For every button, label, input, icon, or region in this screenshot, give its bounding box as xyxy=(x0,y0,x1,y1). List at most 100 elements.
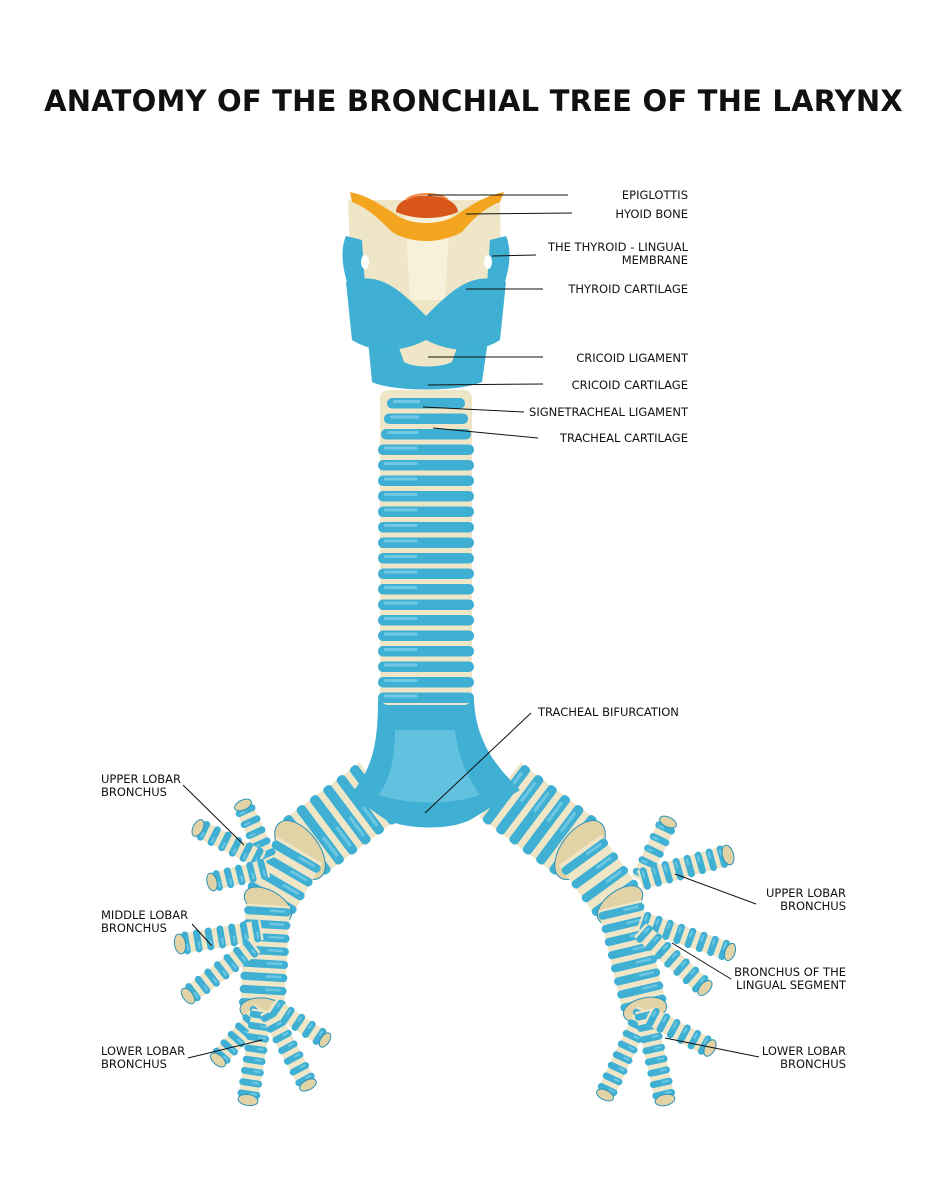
ring-highlight xyxy=(641,870,646,879)
ring-highlight xyxy=(321,835,339,857)
ring-highlight xyxy=(643,927,650,934)
trachea xyxy=(378,390,474,705)
bronchus-end xyxy=(596,1088,614,1102)
tracheal-cartilage-ring xyxy=(378,537,474,548)
cartilage-ring xyxy=(196,820,211,841)
label-lower-lobar-bronchus-right: LOWER LOBAR BRONCHUS xyxy=(761,1044,846,1071)
ring-highlight xyxy=(238,810,246,816)
cartilage-ring xyxy=(239,842,253,862)
ring-highlight xyxy=(335,825,352,847)
cartilage-ring xyxy=(218,831,232,852)
cartilage-ring xyxy=(612,1051,633,1065)
ring-highlight xyxy=(185,943,190,951)
ring-highlight xyxy=(618,1067,625,1072)
ring-highlight xyxy=(260,1025,268,1029)
left-middle-branch-1 xyxy=(173,919,264,955)
ring-highlight xyxy=(251,1081,259,1085)
tracheal-cartilage-ring xyxy=(378,460,474,471)
cartilage-ring xyxy=(244,906,292,917)
ring-highlight xyxy=(242,852,248,860)
ring-highlight xyxy=(282,883,300,896)
cartilage-ring xyxy=(718,939,730,961)
bronchus-end xyxy=(697,980,713,996)
ring-highlight xyxy=(626,918,642,925)
ring-highlight xyxy=(256,1047,265,1051)
ring-highlight xyxy=(290,869,308,882)
ring-highlight xyxy=(240,875,244,883)
right-lingual-branch-2 xyxy=(634,923,713,996)
bronchus-end xyxy=(318,1032,332,1048)
thyroid-cartilage xyxy=(346,278,506,350)
label-cricoid-ligament: CRICOID LIGAMENT xyxy=(576,351,688,365)
foramen-left xyxy=(361,255,369,269)
ring-highlight xyxy=(613,1077,620,1083)
tracheal-cartilage-ring xyxy=(378,506,474,517)
ring-highlight xyxy=(212,977,218,984)
cartilage-ring xyxy=(239,1078,263,1088)
cartilage-ring xyxy=(662,919,674,941)
cartilage-ring xyxy=(291,1013,306,1031)
ring-highlight xyxy=(255,1058,263,1063)
cartilage-ring xyxy=(270,999,284,1017)
ring-highlight xyxy=(217,880,222,888)
ring-highlight xyxy=(661,1079,670,1084)
ring-highlight xyxy=(387,431,419,434)
ring-highlight xyxy=(384,601,418,605)
epiglottis xyxy=(396,195,458,218)
ring-highlight xyxy=(199,831,205,838)
tracheal-cartilage-ring xyxy=(378,584,474,595)
label-hyoid-bone: HYOID BONE xyxy=(615,207,688,221)
ring-highlight xyxy=(644,914,649,922)
ring-highlight xyxy=(269,922,285,926)
ring-highlight xyxy=(663,864,668,872)
left-upper-branch-2 xyxy=(191,819,267,869)
ring-highlight xyxy=(384,524,418,527)
ring-highlight xyxy=(390,415,420,419)
tracheal-cartilage-ring xyxy=(378,444,474,455)
ring-highlight xyxy=(711,938,716,946)
ring-highlight xyxy=(348,815,366,837)
cartilage-ring xyxy=(244,1044,268,1054)
ring-highlight xyxy=(696,855,701,863)
cartilage-ring xyxy=(302,1020,316,1038)
tracheal-cartilage-ring xyxy=(378,615,474,626)
cartilage-ring xyxy=(656,1013,671,1033)
bronchus-end xyxy=(654,1093,676,1107)
bronchus-end xyxy=(206,872,218,892)
ring-highlight xyxy=(269,909,286,913)
ring-highlight xyxy=(623,905,639,912)
ring-highlight xyxy=(384,539,418,543)
ring-highlight xyxy=(231,962,238,970)
left-lower-branch-2 xyxy=(237,1008,273,1107)
ring-highlight xyxy=(282,1031,289,1037)
ring-highlight xyxy=(258,1036,266,1040)
ring-highlight xyxy=(268,935,284,940)
right-lower-branch-3 xyxy=(643,1007,717,1057)
cartilage-ring xyxy=(695,931,708,953)
leader-lingual-segment xyxy=(671,942,732,980)
label-tracheal-cartilage: TRACHEAL CARTILAGE xyxy=(559,431,688,445)
ring-highlight xyxy=(657,824,665,830)
bifurcation-highlight xyxy=(378,730,480,803)
ring-highlight xyxy=(236,1038,244,1045)
bronchus-end xyxy=(659,815,677,829)
bronchus-end xyxy=(703,1039,717,1057)
tracheal-cartilage-ring xyxy=(378,522,474,533)
label-signetracheal-ligament: SIGNETRACHEAL LIGAMENT xyxy=(529,405,688,419)
leader-lines xyxy=(182,194,760,1059)
ring-highlight xyxy=(243,821,251,827)
label-thyroid-cartilage: THYROID CARTILAGE xyxy=(568,282,688,296)
ring-highlight xyxy=(680,960,687,967)
ring-highlight xyxy=(286,1009,292,1015)
leader-tracheal-bifurcation xyxy=(424,712,532,814)
tracheal-cartilage-ring xyxy=(384,413,468,424)
ring-highlight xyxy=(674,861,679,869)
ring-highlight xyxy=(664,1090,672,1095)
cartilage-ring xyxy=(687,1029,702,1050)
ring-highlight xyxy=(221,970,228,977)
ring-highlight xyxy=(266,961,283,966)
left-lower-branch-4 xyxy=(267,998,332,1048)
ring-highlight xyxy=(559,811,577,833)
ring-highlight xyxy=(585,842,602,856)
